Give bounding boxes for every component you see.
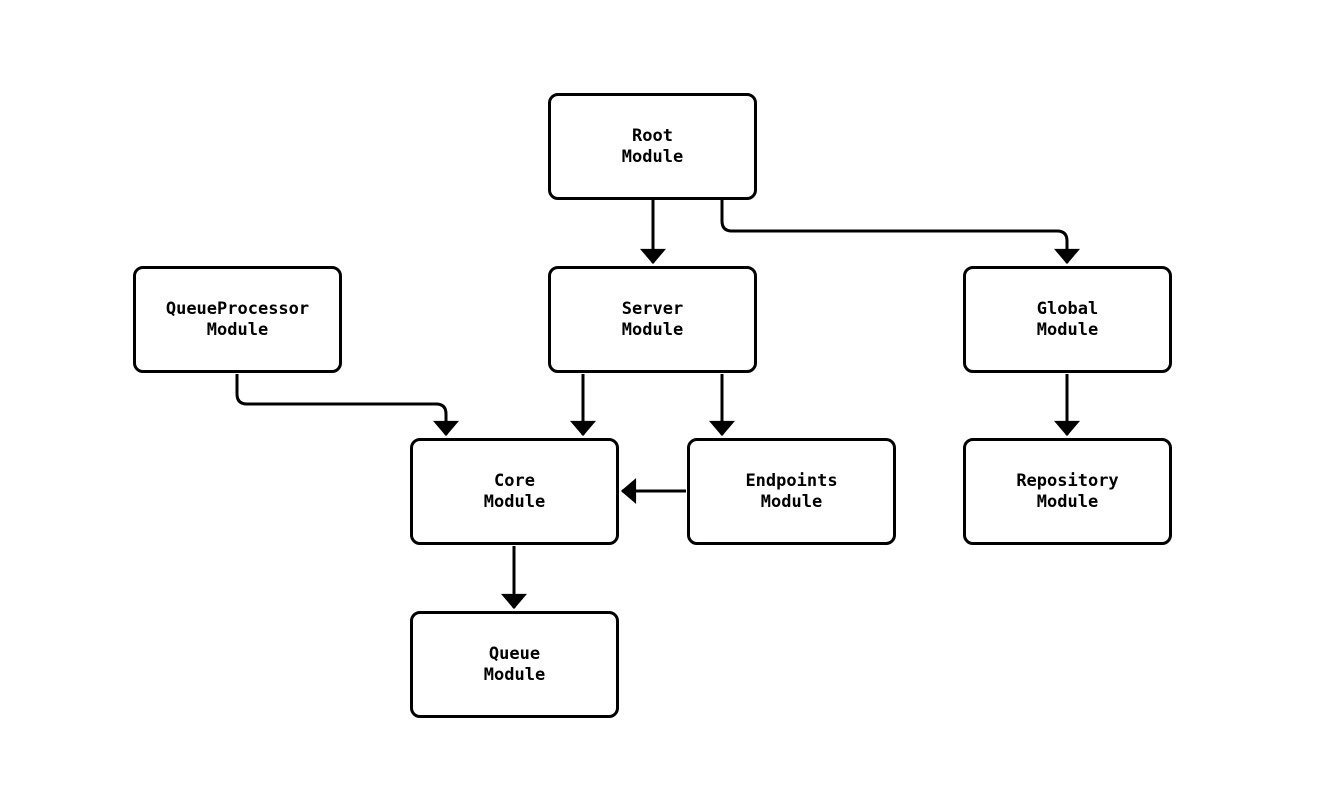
node-queueprocessor-module: QueueProcessor Module: [133, 266, 342, 373]
edge-root-to-global: [720, 199, 1080, 265]
node-global-module: Global Module: [963, 266, 1172, 373]
node-repository-module: Repository Module: [963, 438, 1172, 545]
node-core-module: Core Module: [410, 438, 619, 545]
node-server-module: Server Module: [548, 266, 757, 373]
node-endpoints-module: Endpoints Module: [687, 438, 896, 545]
node-queue-module: Queue Module: [410, 611, 619, 718]
edge-queueprocessor-to-core: [235, 374, 459, 437]
node-root-module: Root Module: [548, 93, 757, 200]
